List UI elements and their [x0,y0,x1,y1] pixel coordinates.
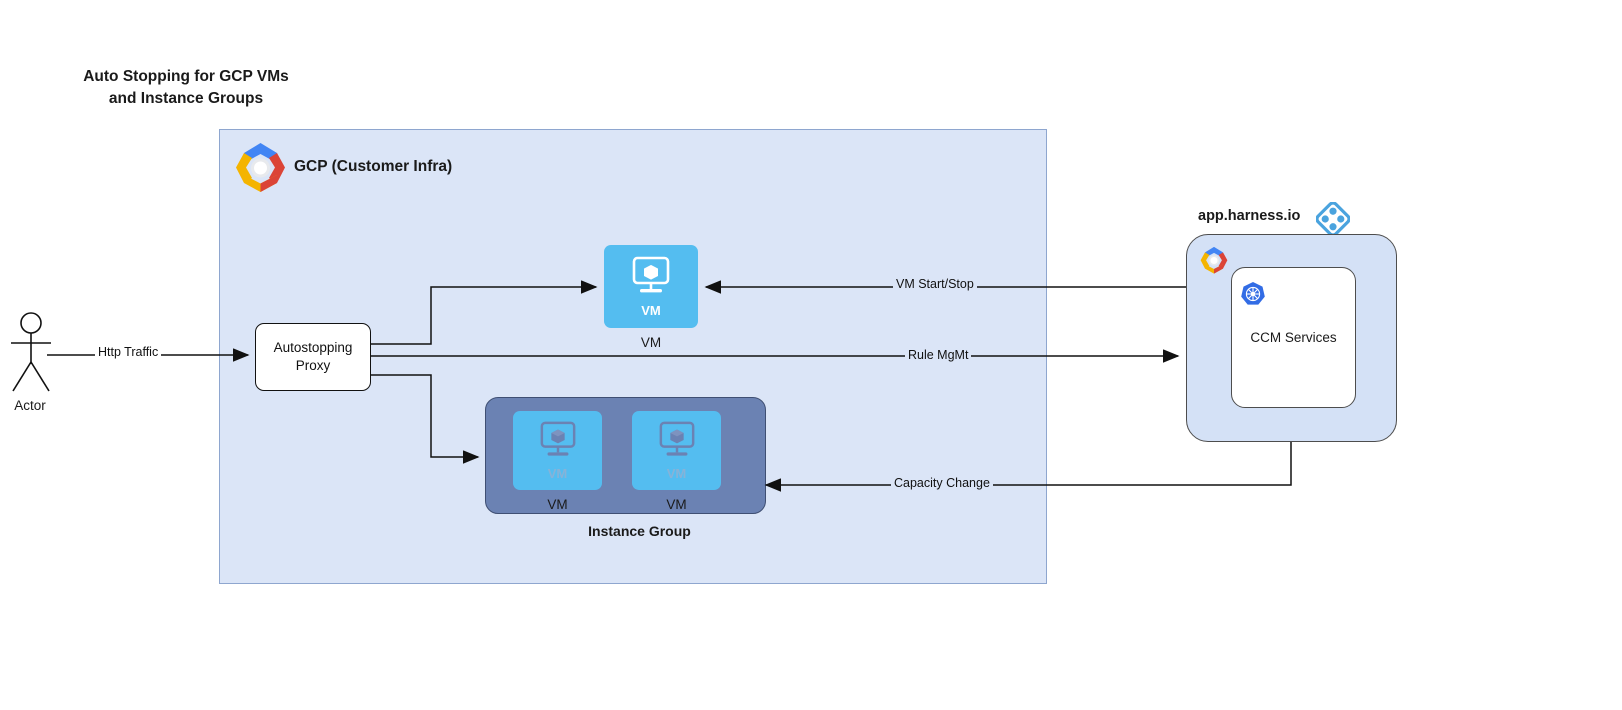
actor-label: Actor [14,398,46,413]
edge-label-rule-mgmt: Rule MgMt [905,348,972,362]
harness-title: app.harness.io [1198,208,1301,224]
instance-group-vm-node[interactable]: VM [632,411,721,490]
ccm-services-label: CCM Services [1250,330,1337,345]
diagram-title-line2: and Instance Groups [108,90,264,108]
vm-node[interactable]: VM [604,245,698,328]
diagram-title-line1: Auto Stopping for GCP VMs [83,68,289,85]
vm-caption: VM [640,335,662,350]
harness-diamond-icon [1315,201,1351,237]
edge-label-http-traffic: Http Traffic [95,345,162,359]
vm-monitor-cube-icon [629,256,673,301]
instance-group-vm-node[interactable]: VM [513,411,602,490]
instance-group-caption: Instance Group [588,523,691,539]
vm-monitor-cube-icon [537,421,579,464]
vm-inner-label: VM [666,465,687,481]
kubernetes-icon [1240,281,1266,307]
edge-label-capacity-change: Capacity Change [891,476,993,490]
gcp-logo-icon [1199,245,1229,276]
autostopping-proxy-node[interactable]: Autostopping Proxy [255,323,371,391]
actor-stick-figure-icon [4,312,59,394]
instance-group-vm-caption: VM [547,497,568,512]
instance-group-vm-caption: VM [666,497,687,512]
gcp-logo-icon [233,140,288,196]
proxy-label-line2: Proxy [295,358,331,373]
vm-monitor-cube-icon [656,421,698,464]
vm-inner-label: VM [641,302,661,318]
vm-inner-label: VM [547,465,568,481]
edge-label-vm-start-stop: VM Start/Stop [893,277,977,291]
proxy-label-line1: Autostopping [273,339,353,355]
diagram-title: Auto Stopping for GCP VMs and Instance G… [46,66,326,111]
gcp-container-label: GCP (Customer Infra) [294,158,453,175]
